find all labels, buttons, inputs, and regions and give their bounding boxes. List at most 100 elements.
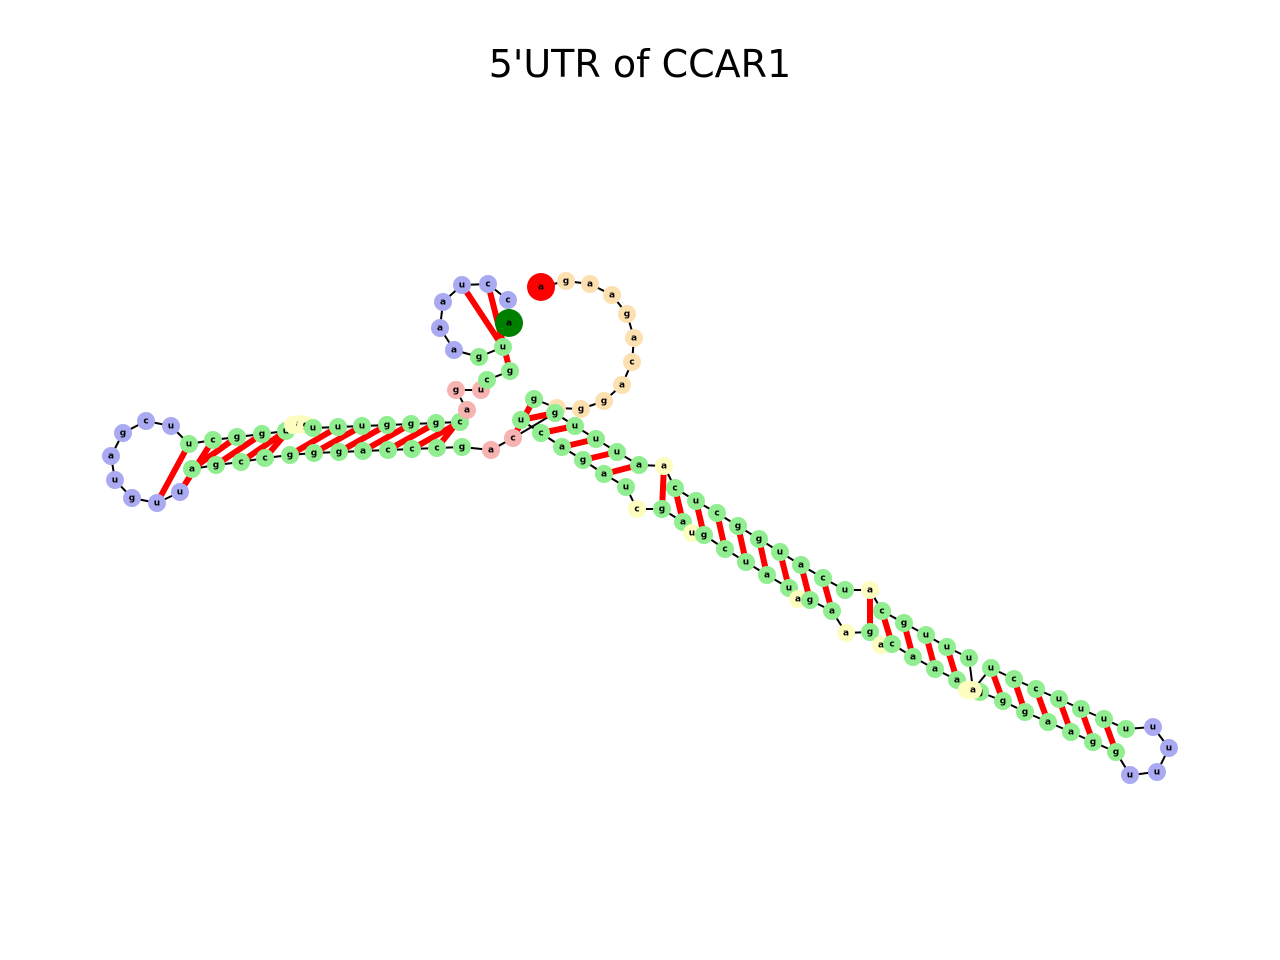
nucleotide-label: g xyxy=(1022,708,1028,718)
nucleotide: a xyxy=(904,648,922,666)
nucleotide-label: c xyxy=(629,358,634,368)
nucleotide: u xyxy=(1160,739,1178,757)
nucleotide-label: a xyxy=(437,324,443,334)
diagram-title: 5'UTR of CCAR1 xyxy=(488,42,792,86)
nucleotide-label: c xyxy=(672,484,677,494)
nucleotide-label: u xyxy=(518,416,524,426)
nucleotide-label: c xyxy=(143,417,148,427)
nucleotide-label: u xyxy=(1056,695,1062,705)
nucleotide-label: a xyxy=(795,595,801,605)
nucleotide-label: g xyxy=(336,448,342,458)
nucleotide: a xyxy=(434,293,452,311)
nucleotide-label: a xyxy=(878,641,884,651)
nucleotide-label: g xyxy=(735,522,741,532)
nucleotide: a xyxy=(458,401,476,419)
nucleotide-label: g xyxy=(476,353,482,363)
nucleotide: a xyxy=(183,460,201,478)
nucleotide: c xyxy=(666,479,684,497)
nucleotide-label: c xyxy=(262,454,267,464)
nucleotide: g xyxy=(470,348,488,366)
nucleotide-label: u xyxy=(786,584,792,594)
nucleotide-label: u xyxy=(283,427,289,437)
nucleotide-label: c xyxy=(879,607,884,617)
nucleotide-label: u xyxy=(1101,715,1107,725)
nucleotide: u xyxy=(453,276,471,294)
nucleotide-label: u xyxy=(743,558,749,568)
nucleotide: u xyxy=(1050,690,1068,708)
nucleotide-label: g xyxy=(552,409,558,419)
nucleotide-label: c xyxy=(505,296,510,306)
nucleotide: u xyxy=(1095,710,1113,728)
nucleotide: g xyxy=(427,414,445,432)
nucleotide: u xyxy=(617,478,635,496)
nucleotide: c xyxy=(716,540,734,558)
nucleotide: a xyxy=(964,681,982,699)
nucleotide: c xyxy=(499,291,517,309)
nucleotide: u xyxy=(960,649,978,667)
nucleotide-label: c xyxy=(434,444,439,454)
nucleotide: c xyxy=(479,275,497,293)
nucleotide-label: g xyxy=(756,535,762,545)
nucleotide: g xyxy=(1016,703,1034,721)
nucleotide-label: a xyxy=(764,571,770,581)
nucleotide: c xyxy=(883,635,901,653)
nucleotide-label: a xyxy=(680,518,686,528)
nucleotide: g xyxy=(801,591,819,609)
nucleotide-label: c xyxy=(409,445,414,455)
nucleotide-label: u xyxy=(988,664,994,674)
nucleotide: u xyxy=(304,419,322,437)
nucleotide-label: g xyxy=(433,419,439,429)
nucleotide: u xyxy=(917,626,935,644)
nucleotide: u xyxy=(512,411,530,429)
nucleotide-label: c xyxy=(238,458,243,468)
nucleotide: a xyxy=(613,376,631,394)
nucleotide: c xyxy=(379,441,397,459)
nucleotide: g xyxy=(546,404,564,422)
nucleotide-label: u xyxy=(777,548,783,558)
nucleotide-label: g xyxy=(311,449,317,459)
nucleotide-label: a xyxy=(619,381,625,391)
nucleotide-label: g xyxy=(507,367,513,377)
nucleotide: c xyxy=(532,424,550,442)
nucleotide: g xyxy=(595,392,613,410)
nucleotide-label: a xyxy=(867,586,873,596)
nucleotide: a xyxy=(823,602,841,620)
nucleotide: g xyxy=(695,526,713,544)
nucleotide: g xyxy=(1107,743,1125,761)
base-pair-bond xyxy=(337,422,389,455)
nucleotide: a xyxy=(655,457,673,475)
nucleotide-label: u xyxy=(459,281,465,291)
nucleotide: c xyxy=(1027,680,1045,698)
nucleotide-label: c xyxy=(484,376,489,386)
nucleotide: c xyxy=(814,569,832,587)
nucleotide: u xyxy=(148,494,166,512)
nucleotide: c xyxy=(478,371,496,389)
nucleotide: a xyxy=(926,660,944,678)
nucleotide-label: a xyxy=(451,346,457,356)
nucleotide: u xyxy=(737,553,755,571)
nucleotide: a xyxy=(625,329,643,347)
nucleotide-label: u xyxy=(614,448,620,458)
nucleotide-label: u xyxy=(310,424,316,434)
nucleotide: u xyxy=(982,659,1000,677)
nucleotide: a xyxy=(861,581,879,599)
nucleotide-label: c xyxy=(889,640,894,650)
nucleotide: c xyxy=(137,412,155,430)
nucleotide-label: u xyxy=(966,654,972,664)
nucleotide: u xyxy=(771,543,789,561)
nucleotide-label: g xyxy=(807,596,813,606)
nucleotide: g xyxy=(525,390,543,408)
nucleotide: c xyxy=(628,500,646,518)
nucleotide-label: c xyxy=(1033,685,1038,695)
nucleotide-label: a xyxy=(1045,718,1051,728)
nucleotide-label: a xyxy=(661,462,667,472)
nucleotide: g xyxy=(123,489,141,507)
nucleotide: a xyxy=(837,624,855,642)
nucleotide-label: u xyxy=(478,386,484,396)
nucleotide-label: g xyxy=(459,443,465,453)
nucleotide-label: c xyxy=(457,418,462,428)
nucleotide-label: c xyxy=(634,505,639,515)
nucleotide-label: g xyxy=(1000,697,1006,707)
nucleotide: g xyxy=(281,446,299,464)
